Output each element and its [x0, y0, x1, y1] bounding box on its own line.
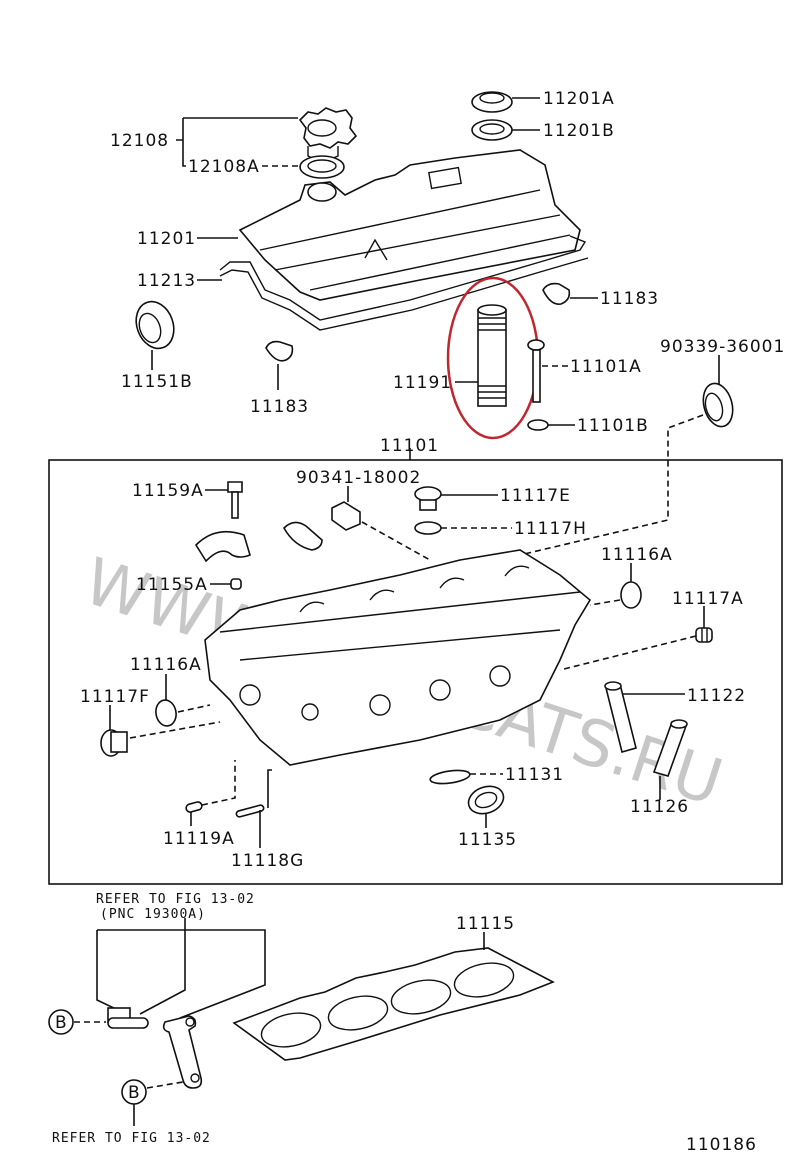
callout-b-bottom-letter: B [128, 1083, 141, 1103]
label-11201[interactable]: 11201 [137, 229, 196, 249]
refer-note-bottom[interactable]: REFER TO FIG 13-02 [52, 1131, 211, 1146]
semi-circular-plug-left[interactable] [265, 340, 294, 362]
label-11117E[interactable]: 11117E [500, 486, 571, 506]
oil-filler-cap[interactable] [298, 107, 358, 161]
label-11116A-right[interactable]: 11116A [601, 545, 673, 565]
refer-note-top-line2: (PNC 19300A) [100, 907, 206, 922]
label-11191[interactable]: 11191 [393, 373, 452, 393]
label-11101B[interactable]: 11101B [577, 416, 649, 436]
cylinder-head[interactable] [204, 549, 592, 766]
dash-11116A-left [177, 704, 211, 713]
label-11101A[interactable]: 11101A [570, 357, 642, 377]
expansion-plug-right[interactable] [620, 581, 642, 609]
label-12108[interactable]: 12108 [110, 131, 169, 151]
label-11126[interactable]: 11126 [630, 797, 689, 817]
camshaft-oil-seal[interactable] [130, 296, 180, 353]
spark-plug-tube-gasket-b[interactable] [471, 119, 513, 141]
label-11117H[interactable]: 11117H [514, 519, 587, 539]
oil-seal-90339[interactable] [699, 380, 737, 430]
label-11101[interactable]: 11101 [380, 436, 439, 456]
label-11119A[interactable]: 11119A [163, 829, 235, 849]
label-11118G[interactable]: 11118G [231, 851, 304, 871]
insert-11135[interactable] [465, 782, 508, 819]
callout-b-bottom[interactable]: B [121, 1079, 147, 1105]
label-90341-18002[interactable]: 90341-18002 [296, 468, 421, 488]
dash-11117F [129, 721, 221, 739]
label-11159A[interactable]: 11159A [132, 481, 204, 501]
label-11201A[interactable]: 11201A [543, 89, 615, 109]
leaders-11201 [512, 97, 540, 131]
dash-11116A-right [589, 599, 621, 606]
semi-circular-plug-right[interactable] [542, 282, 571, 306]
plug-11117e[interactable] [414, 486, 442, 511]
callout-b-top[interactable]: B [48, 1009, 74, 1035]
label-12108A[interactable]: 12108A [188, 157, 260, 177]
label-11115[interactable]: 11115 [456, 914, 515, 934]
expansion-plug-left[interactable] [154, 698, 178, 727]
camshaft-bearing-cap-b[interactable] [283, 521, 323, 551]
spark-plug-tube[interactable] [477, 304, 507, 407]
stud-washer[interactable] [527, 419, 549, 431]
cylinder-head-cover[interactable] [238, 149, 581, 301]
spark-plug-tube-gasket-a[interactable] [471, 91, 513, 113]
plug-90341[interactable] [331, 501, 361, 531]
cylinder-head-assembly-box [48, 459, 783, 885]
label-11183-left[interactable]: 11183 [250, 397, 309, 417]
plug-11117a[interactable] [695, 627, 713, 643]
figure-number: 110186 [686, 1135, 757, 1155]
ring-pin-11155a[interactable] [230, 578, 242, 590]
label-90339-36001[interactable]: 90339-36001 [660, 337, 785, 357]
intake-valve-guide[interactable] [604, 681, 637, 753]
insert-11131[interactable] [429, 768, 471, 785]
plug-11117f[interactable] [100, 729, 128, 757]
dash-90341 [361, 521, 431, 561]
label-11116A-left[interactable]: 11116A [130, 655, 202, 675]
gasket-11117h[interactable] [414, 521, 442, 535]
label-11155A[interactable]: 11155A [136, 575, 208, 595]
cylinder-head-cover-gasket[interactable] [219, 235, 589, 331]
label-11131[interactable]: 11131 [505, 765, 564, 785]
dash-callout-b-bottom [146, 1081, 184, 1089]
stud-bolt[interactable] [527, 339, 545, 403]
refer-note-top-line1[interactable]: REFER TO FIG 13-02 [96, 892, 255, 907]
water-bypass-pipe-bracket[interactable] [162, 1015, 203, 1089]
callout-b-top-letter: B [55, 1013, 68, 1033]
label-11135[interactable]: 11135 [458, 830, 517, 850]
dash-11117A [559, 635, 697, 671]
dash-11118G [267, 769, 272, 808]
dash-90339 [519, 414, 704, 556]
oil-filler-cap-gasket[interactable] [299, 155, 345, 179]
pin-11118g[interactable] [235, 804, 265, 818]
label-11117F[interactable]: 11117F [80, 687, 150, 707]
dash-11119A [201, 760, 236, 806]
label-11213[interactable]: 11213 [137, 271, 196, 291]
bracket-12108 [176, 118, 186, 167]
label-11183-right[interactable]: 11183 [600, 289, 659, 309]
label-11151B[interactable]: 11151B [121, 372, 193, 392]
union-fitting[interactable] [107, 1007, 149, 1029]
label-11117A[interactable]: 11117A [672, 589, 744, 609]
camshaft-bearing-cap-a[interactable] [194, 530, 251, 563]
bolt-11159a[interactable] [227, 481, 243, 519]
cylinder-head-gasket[interactable] [232, 947, 555, 1061]
label-11201B[interactable]: 11201B [543, 121, 615, 141]
pin-11119a[interactable] [185, 801, 203, 813]
refer-bracket-lines [96, 918, 266, 1019]
exhaust-valve-guide[interactable] [652, 719, 688, 777]
label-11122[interactable]: 11122 [687, 686, 746, 706]
